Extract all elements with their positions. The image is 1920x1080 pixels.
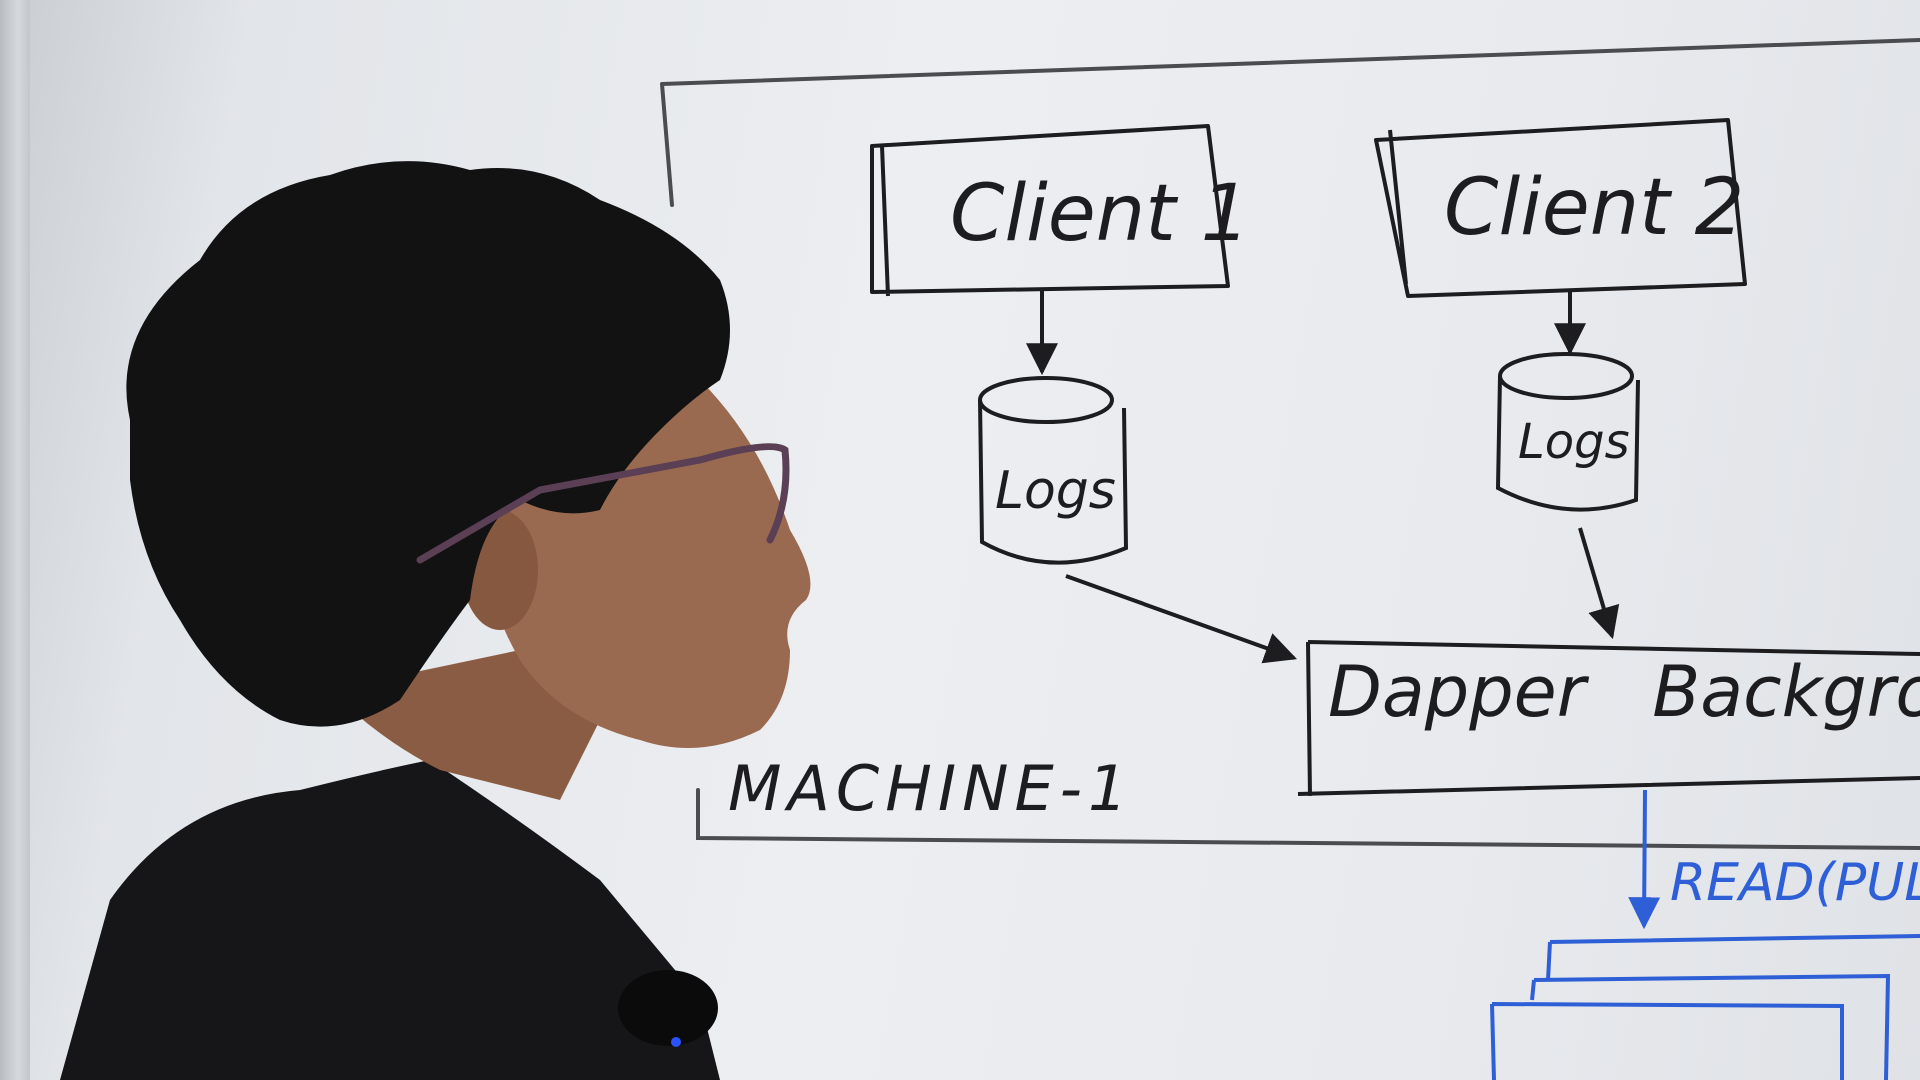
client1-box — [870, 124, 1230, 297]
machine-box — [660, 38, 1920, 850]
glasses-icon — [416, 443, 790, 564]
arrow-logs2-background — [1578, 527, 1620, 640]
machine-label: MACHINE-1 — [728, 752, 1133, 825]
background-label: Dapper Background — [1328, 651, 1920, 733]
arrow-read-pull — [1628, 789, 1661, 930]
collector-stack — [1490, 934, 1920, 1080]
whiteboard-frame — [0, 0, 30, 1080]
client1-label: Client 1 — [950, 169, 1250, 259]
lapel-microphone-icon — [618, 970, 718, 1046]
client2-label: Client 2 — [1444, 163, 1744, 253]
logs1-label: Logs — [995, 461, 1116, 521]
read-label: READ(PULL — [1670, 853, 1920, 913]
logs2-cylinder — [1495, 352, 1640, 512]
logs2-label: Logs — [1518, 414, 1630, 470]
arrow-logs1-background — [1065, 574, 1298, 664]
client2-box — [1374, 118, 1747, 298]
presenter-shirt — [60, 760, 720, 1080]
background-box — [1297, 640, 1920, 797]
logs1-cylinder — [978, 376, 1129, 565]
microphone-led-icon — [671, 1037, 681, 1047]
presenter-hair — [126, 161, 730, 727]
